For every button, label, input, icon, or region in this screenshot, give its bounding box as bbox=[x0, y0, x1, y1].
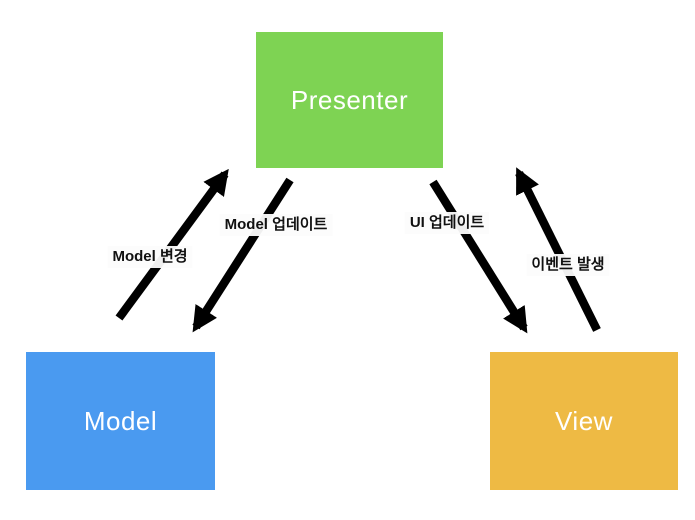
node-view-label: View bbox=[555, 405, 613, 436]
node-presenter: Presenter bbox=[256, 32, 443, 168]
edge-label-model-change: Model 변경 bbox=[107, 246, 193, 268]
edge-label-model-update: Model 업데이트 bbox=[219, 214, 333, 236]
arrow-presenter-to-model bbox=[192, 177, 294, 333]
arrow-presenter-to-view bbox=[429, 179, 528, 334]
node-view: View bbox=[490, 352, 678, 490]
node-presenter-label: Presenter bbox=[290, 84, 409, 115]
node-model-label: Model bbox=[83, 405, 158, 436]
edge-label-ui-update: UI 업데이트 bbox=[404, 212, 490, 234]
arrow-view-to-presenter bbox=[515, 167, 601, 332]
edge-label-event-raise: 이벤트 발생 bbox=[526, 254, 610, 276]
node-model: Model bbox=[26, 352, 215, 490]
